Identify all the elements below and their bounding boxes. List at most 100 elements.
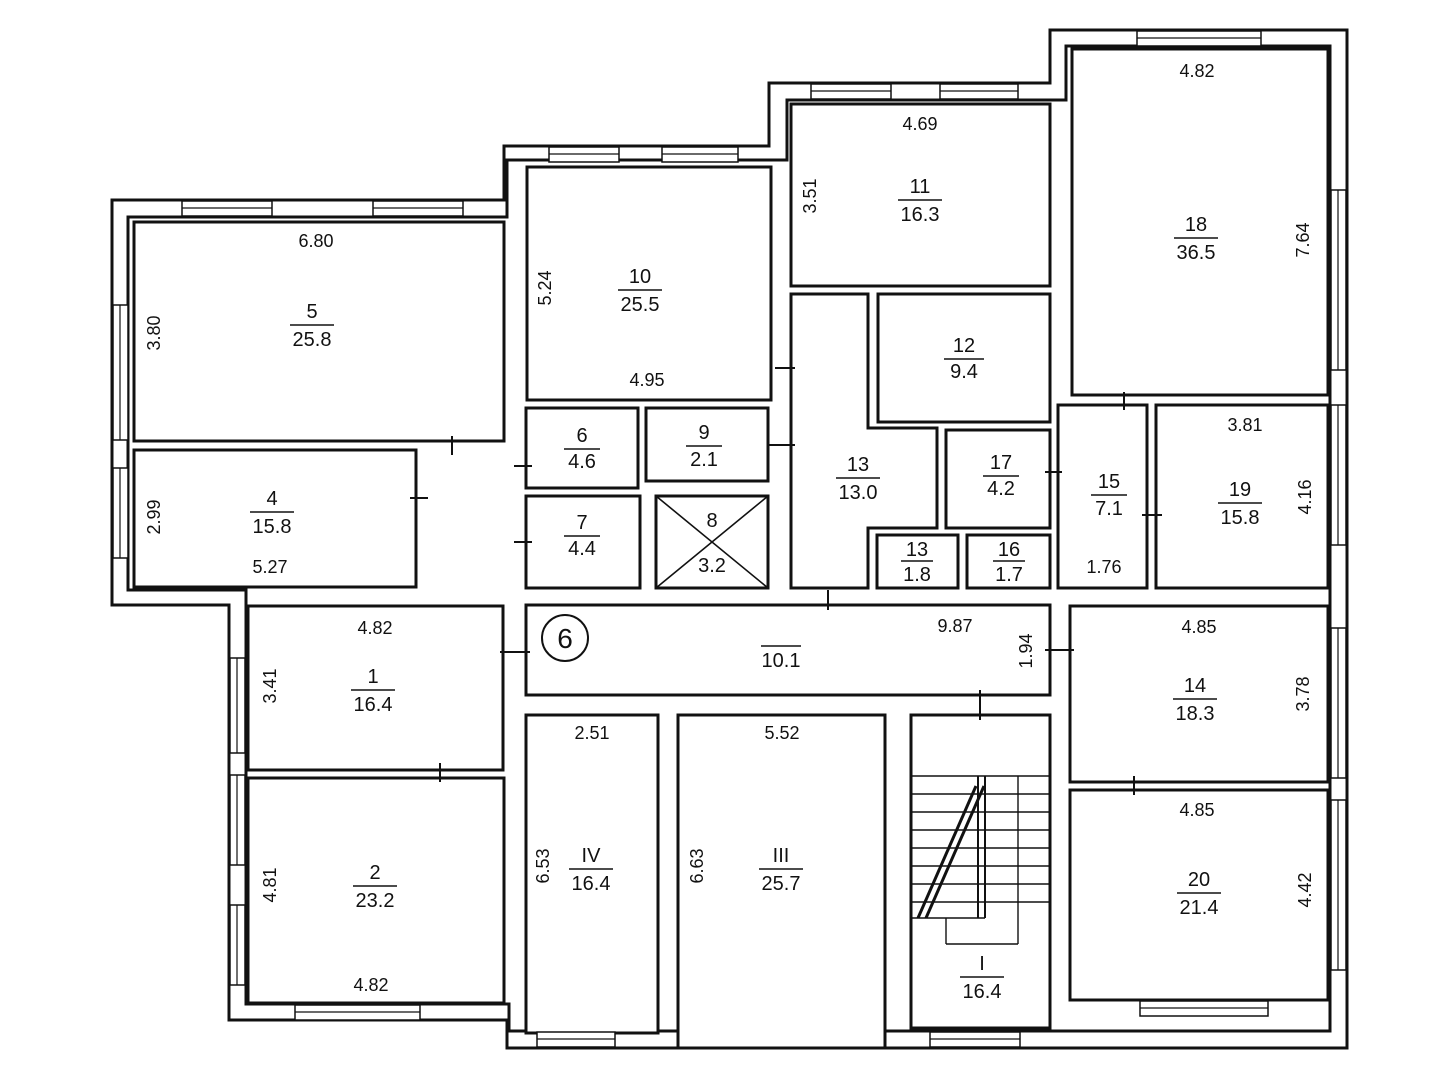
- room-label-I: I16.4: [960, 953, 1004, 1003]
- room-label-1: 116.4: [351, 666, 395, 716]
- svg-text:4: 4: [266, 488, 277, 510]
- svg-text:2.1: 2.1: [690, 449, 718, 471]
- room-15-outline: [1056, 403, 1149, 590]
- dim-roomIV-width: 2.51: [574, 723, 609, 743]
- room-5-outline: [132, 220, 506, 443]
- svg-text:2: 2: [369, 862, 380, 884]
- svg-text:9: 9: [698, 422, 709, 444]
- svg-text:15.8: 15.8: [253, 516, 292, 538]
- dim-room5-width: 6.80: [298, 231, 333, 251]
- room-label-8: 83.2: [698, 510, 726, 577]
- staircase: [911, 775, 1050, 945]
- room-label-IV: IV 16.4: [569, 845, 613, 895]
- svg-text:16.4: 16.4: [354, 694, 393, 716]
- room-label-13b: 131.8: [901, 539, 933, 586]
- svg-text:36.5: 36.5: [1177, 242, 1216, 264]
- window: [294, 1004, 421, 1021]
- shaft-cross-b: [655, 495, 769, 589]
- svg-text:13: 13: [847, 454, 869, 476]
- room-4-outline: [132, 448, 418, 589]
- window: [181, 200, 273, 217]
- room-1-outline: [246, 604, 505, 772]
- room-label-15: 157.1: [1091, 471, 1127, 520]
- room-IV-outline: [524, 713, 660, 1035]
- room-III-outline: [676, 713, 887, 1050]
- room-label-14: 14 18.3: [1173, 675, 1217, 725]
- room-label-16: 161.7: [993, 539, 1025, 586]
- window: [1330, 627, 1347, 779]
- room-label-17: 174.2: [983, 452, 1019, 500]
- svg-text:16.4: 16.4: [963, 981, 1002, 1003]
- room-9-outline: [644, 406, 770, 483]
- svg-text:20: 20: [1188, 869, 1210, 891]
- svg-text:18: 18: [1185, 214, 1207, 236]
- window: [810, 83, 892, 100]
- dim-room18-height: 7.64: [1293, 222, 1313, 257]
- dim-roomIII-height: 6.63: [687, 848, 707, 883]
- window: [1136, 30, 1262, 47]
- svg-text:16: 16: [998, 539, 1020, 561]
- svg-text:10.1: 10.1: [762, 650, 801, 672]
- svg-text:16.3: 16.3: [901, 204, 940, 226]
- room-19-outline: [1154, 403, 1330, 590]
- dim-room4-height: 2.99: [144, 499, 164, 534]
- svg-text:21.4: 21.4: [1180, 897, 1219, 919]
- svg-text:14: 14: [1184, 675, 1206, 697]
- dim-room19-height: 4.16: [1295, 479, 1315, 514]
- room-18-outline: [1070, 47, 1330, 397]
- window: [112, 467, 129, 559]
- svg-text:25.8: 25.8: [293, 329, 332, 351]
- window: [229, 657, 246, 754]
- svg-text:8: 8: [706, 510, 717, 532]
- room-label-5: 525.8: [290, 301, 334, 351]
- dim-room18-width: 4.82: [1179, 61, 1214, 81]
- room-label-4: 415.8: [250, 488, 294, 538]
- room-7-outline: [524, 494, 642, 590]
- window: [536, 1031, 616, 1048]
- window: [1330, 404, 1347, 546]
- room-label-20: 20 21.4: [1177, 869, 1221, 919]
- svg-text:7.1: 7.1: [1095, 498, 1123, 520]
- dim-room2-width: 4.82: [353, 975, 388, 995]
- outer-wall: [110, 28, 1349, 1050]
- svg-text:7: 7: [576, 512, 587, 534]
- dim-roomIII-width: 5.52: [764, 723, 799, 743]
- window: [1330, 799, 1347, 971]
- dim-room2-height: 4.81: [260, 867, 280, 902]
- windows: [112, 30, 1347, 1048]
- svg-text:15: 15: [1098, 471, 1120, 493]
- svg-text:18.3: 18.3: [1176, 703, 1215, 725]
- room-label-corridor: 10.1: [761, 645, 801, 672]
- svg-text:III: III: [773, 845, 790, 867]
- svg-text:9.4: 9.4: [950, 361, 978, 383]
- room-6-outline: [524, 406, 640, 490]
- window: [372, 200, 464, 217]
- door-marks: [410, 367, 1162, 795]
- svg-text:17: 17: [990, 452, 1012, 474]
- room-2-outline: [246, 776, 506, 1005]
- dim-room10-width: 4.95: [629, 370, 664, 390]
- room-label-6: 64.6: [564, 425, 600, 473]
- window: [229, 774, 246, 866]
- svg-text:19: 19: [1229, 479, 1251, 501]
- dim-room20-width: 4.85: [1179, 800, 1214, 820]
- dim-corridor-height: 1.94: [1016, 633, 1036, 668]
- dim-corridor-width: 9.87: [937, 616, 972, 636]
- room-17-outline: [944, 428, 1052, 530]
- window: [1139, 1000, 1269, 1017]
- room-I-outline: [909, 713, 1052, 1030]
- dim-room5-height: 3.80: [144, 315, 164, 350]
- svg-text:13: 13: [906, 539, 928, 561]
- dim-room10-height: 5.24: [535, 270, 555, 305]
- svg-text:16.4: 16.4: [572, 873, 611, 895]
- dim-room4-width: 5.27: [252, 557, 287, 577]
- svg-text:5: 5: [306, 301, 317, 323]
- dim-room20-height: 4.42: [1295, 872, 1315, 907]
- room-20-outline: [1068, 788, 1330, 1002]
- dim-room1-height: 3.41: [260, 668, 280, 703]
- svg-text:IV: IV: [582, 845, 602, 867]
- room-13-outline: [789, 292, 939, 590]
